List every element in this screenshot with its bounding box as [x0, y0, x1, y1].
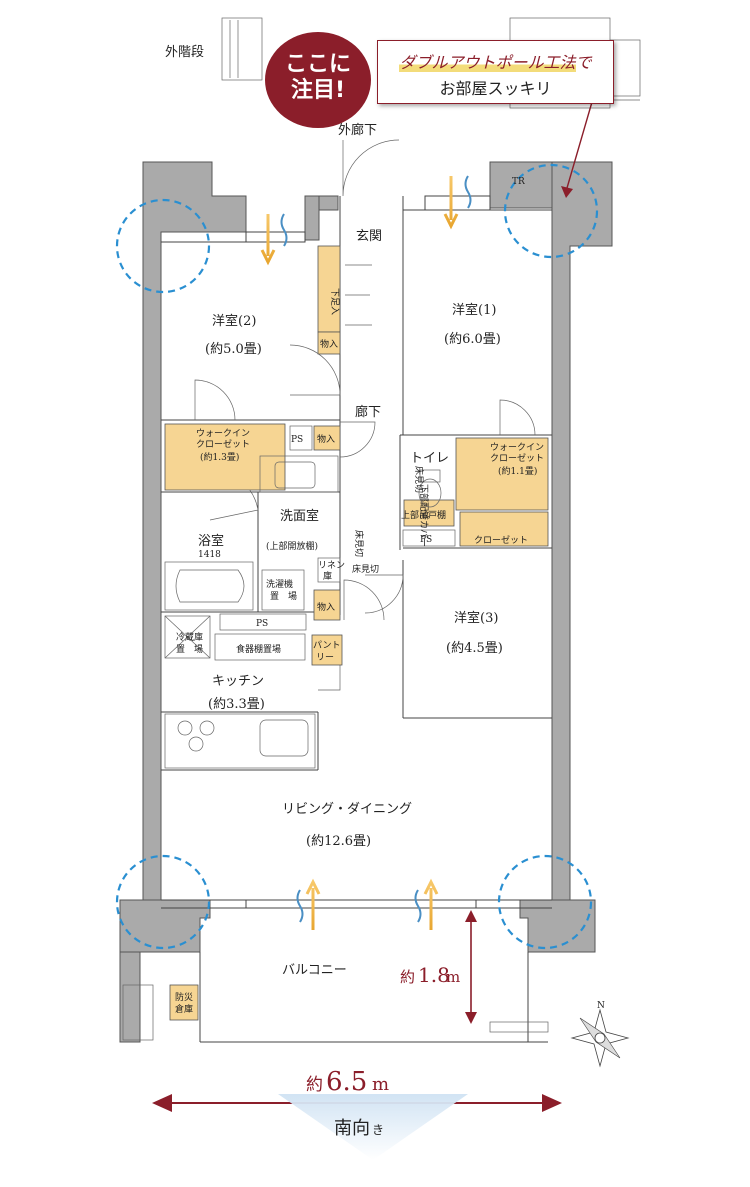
bath-size-label: 1418 — [198, 550, 221, 560]
balcony-depth-dimension — [465, 910, 477, 1024]
floor-access-label-toilet: 床見切 — [413, 466, 425, 493]
fridge-line1: 冷蔵庫 — [176, 631, 203, 643]
outer-stairs-area — [221, 17, 263, 81]
fire-storage-line1: 防災 — [175, 991, 193, 1003]
piping-cover-label: 下部配管カバー — [418, 484, 430, 547]
living-name: リビング・ダイニング — [282, 802, 412, 817]
western1-name: 洋室(1) — [452, 302, 496, 318]
outer-walls — [119, 161, 613, 1043]
width-prefix: 約 — [306, 1075, 323, 1095]
upper-shelf-label: 上部吊戸棚 — [401, 509, 446, 521]
width-dimension — [152, 1094, 562, 1160]
ps-label-toilet: PS — [420, 535, 432, 545]
callout-headline-emph: ダブルアウトポール工法 — [399, 53, 576, 72]
width-unit: m — [372, 1074, 389, 1095]
closet-label: クローゼット — [474, 534, 528, 546]
pantry-line2: リー — [316, 653, 334, 663]
attention-badge: ここに 注目! — [265, 32, 371, 128]
washroom-label: 洗面室 — [280, 508, 319, 524]
callout-headline: ダブルアウトポール工法で — [378, 49, 613, 73]
compass-rose — [570, 1008, 630, 1068]
callout-headline-tail: で — [575, 53, 592, 72]
toilet-fixture — [418, 469, 442, 508]
washer-line1: 洗濯機 — [266, 578, 293, 590]
storage-label-hall: 物入 — [317, 433, 335, 445]
western2-size: (約5.0畳) — [205, 342, 262, 357]
orientation-main: 南向 — [334, 1118, 370, 1139]
linen-line1: リネン — [318, 560, 345, 571]
washer-line2: 置 場 — [270, 590, 297, 602]
western2-name: 洋室(2) — [212, 313, 256, 329]
western3-name: 洋室(3) — [454, 610, 498, 626]
toilet-label: トイレ — [410, 451, 449, 466]
outpole-highlight-circles — [115, 163, 599, 950]
callout-pointer — [566, 101, 593, 189]
kitchen-fixtures — [164, 615, 316, 769]
storage-fills — [164, 245, 549, 666]
pantry-line1: パント — [313, 640, 340, 651]
kitchen-name: キッチン — [212, 674, 264, 689]
depth-prefix: 約 — [400, 968, 415, 986]
ps-label-kitchen: PS — [256, 619, 268, 629]
western3-size: (約4.5畳) — [446, 641, 503, 656]
floor-access-label-hall: 床見切 — [352, 563, 379, 575]
depth-value: 1.8 — [418, 963, 450, 987]
callout-pointer-head — [561, 186, 573, 198]
compass-n-label: N — [597, 1001, 605, 1011]
badge-line1: ここに — [284, 52, 351, 77]
width-value: 6.5 — [326, 1067, 367, 1097]
storage-label-wash: 物入 — [317, 601, 335, 613]
upper-open-shelf-label: (上部開放棚) — [266, 540, 318, 552]
storage-label-entrance: 物入 — [320, 338, 338, 350]
shoe-box-label: 下足入 — [329, 288, 340, 315]
balcony-area — [122, 952, 549, 1043]
bath-label: 浴室 — [198, 533, 224, 549]
dish-rack-label: 食器棚置場 — [236, 643, 281, 655]
vent-arrows — [260, 175, 472, 930]
wic-b-line1: ウォークイン — [490, 442, 544, 453]
entrance-label: 玄関 — [356, 229, 382, 244]
depth-unit: m — [446, 968, 460, 986]
badge-line2: 注目! — [290, 78, 346, 103]
kitchen-size: (約3.3畳) — [208, 697, 265, 712]
balcony-label: バルコニー — [282, 963, 347, 978]
outer-stairs-label: 外階段 — [165, 45, 204, 60]
wic-b-line2: クローゼット — [490, 452, 544, 464]
wic-b-size: (約1.1畳) — [498, 465, 537, 477]
feature-callout-box: ダブルアウトポール工法で お部屋スッキリ — [377, 40, 614, 104]
fridge-line2: 置 場 — [176, 643, 203, 655]
washroom-fixtures — [259, 455, 339, 611]
fire-storage-line2: 倉庫 — [175, 1003, 193, 1015]
outer-corridor-label: 外廊下 — [338, 122, 377, 138]
wic-a-line2: クローゼット — [196, 438, 250, 450]
western1-size: (約6.0畳) — [444, 332, 501, 347]
bathtub — [164, 561, 254, 611]
living-size: (約12.6畳) — [306, 834, 371, 849]
windows — [245, 195, 491, 909]
ps-label-a: PS — [291, 435, 303, 445]
callout-subline: お部屋スッキリ — [439, 79, 552, 98]
wic-a-size: (約1.3畳) — [200, 451, 239, 463]
wic-a-line1: ウォークイン — [196, 428, 250, 439]
hallway-label: 廊下 — [355, 404, 381, 420]
linen-line2: 庫 — [323, 570, 332, 582]
orientation-tail: き — [372, 1123, 384, 1137]
tr-label: TR — [512, 177, 525, 187]
floor-access-label-wash: 床見切 — [353, 530, 365, 557]
